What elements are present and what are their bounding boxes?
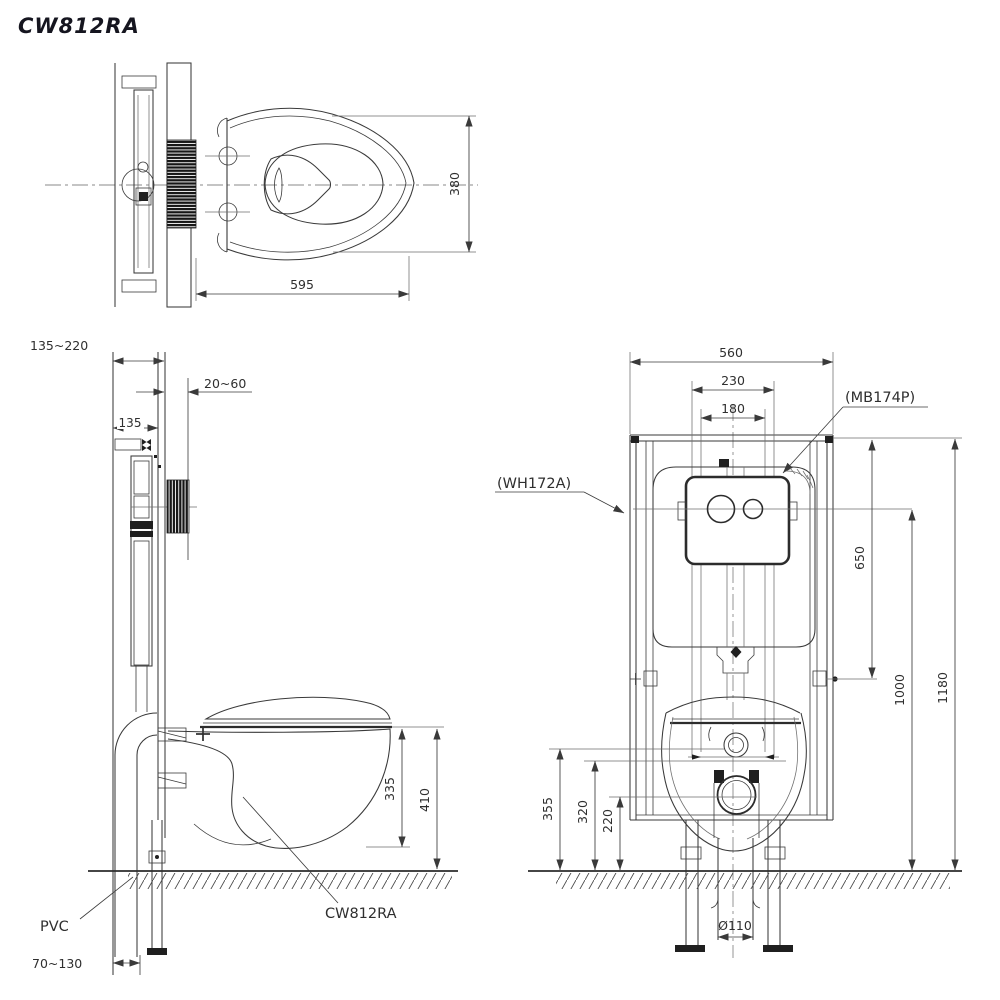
side-view-dim-finish-range: 20~60: [136, 376, 252, 396]
front-view-bowl: [661, 696, 807, 852]
dim-650: 650: [852, 546, 867, 570]
side-view: 135~220 20~60 135: [30, 338, 458, 975]
front-view-dim-220: 220: [600, 796, 757, 871]
front-view-supply-inlet: [723, 732, 749, 758]
top-view-dim-depth: 380: [332, 115, 476, 253]
dim-220: 220: [600, 809, 615, 833]
label-cw812ra: CW812RA: [325, 906, 397, 922]
front-view-dim-355: 355: [540, 748, 724, 871]
top-view-water-area: [263, 154, 332, 215]
front-view-floor-hatch: [556, 873, 950, 889]
side-view-dim-410: 410: [417, 728, 441, 870]
side-view-tank: [114, 438, 197, 667]
front-view-dim-230: 230: [691, 373, 775, 758]
front-view-dim-drain: Ø110: [717, 918, 754, 941]
side-view-dim-frame-depth: 135: [112, 416, 159, 432]
side-view-floor-hatch: [128, 873, 452, 889]
dim-410: 410: [417, 788, 432, 812]
top-view-dim-width: 595: [195, 256, 410, 301]
side-view-mounting-bolts: [157, 727, 210, 789]
side-view-drain-pipe: [114, 666, 158, 957]
dim-135-220: 135~220: [30, 338, 88, 353]
top-view-seat-opening: [264, 143, 384, 225]
front-view-side-brackets: [630, 670, 877, 687]
label-wh172a: (WH172A): [497, 476, 571, 492]
side-view-dim-wall-range: 135~220: [30, 338, 165, 365]
dim-560: 560: [719, 345, 743, 360]
dim-380: 380: [447, 172, 462, 196]
top-view-frame: [114, 62, 197, 308]
front-view-outlet: [716, 775, 757, 815]
side-view-seat-lid: [204, 696, 391, 720]
side-view-pvc-callout: PVC: [40, 876, 134, 935]
front-view-dim-180: 180: [700, 401, 766, 752]
dim-1180: 1180: [935, 672, 950, 704]
dim-230: 230: [721, 373, 745, 388]
dim-355: 355: [540, 797, 555, 821]
label-mb174p: (MB174P): [845, 390, 915, 406]
dim-o110: Ø110: [718, 918, 752, 933]
side-view-dim-floor-range: 70~130: [32, 955, 141, 975]
top-view-ribbed-section: [166, 139, 197, 229]
front-view-tank-callout: (WH172A): [495, 476, 625, 514]
front-view-plate-callout: (MB174P): [782, 390, 928, 474]
dim-595: 595: [290, 277, 314, 292]
flush-button-small: [742, 498, 764, 520]
dim-180: 180: [721, 401, 745, 416]
dim-135: 135: [119, 416, 142, 430]
page-title: CW812RA: [18, 14, 140, 38]
side-view-model-callout: CW812RA: [242, 796, 397, 922]
front-view-dim-width: 560: [629, 345, 834, 434]
side-view-dim-335: 335: [366, 726, 444, 848]
front-view: 560 230 180 (MB174P) (WH172A): [495, 345, 962, 958]
front-view-dim-320: 320: [575, 760, 786, 871]
front-view-frame: [629, 434, 834, 821]
flush-button-large: [706, 494, 736, 524]
dim-20-60: 20~60: [204, 376, 246, 391]
front-view-tank-outlet: [716, 646, 755, 700]
top-view-bowl: [205, 107, 415, 261]
front-view-dim-650: 650: [852, 439, 876, 679]
front-view-dim-1000: 1000: [892, 509, 916, 871]
dim-70-130: 70~130: [32, 956, 82, 971]
top-view: 380 595: [45, 62, 478, 308]
label-pvc: PVC: [40, 919, 69, 935]
front-view-dim-1180: 1180: [935, 438, 959, 871]
dim-1000: 1000: [892, 674, 907, 706]
side-view-ribbed-section: [166, 479, 190, 534]
flush-plate: [633, 475, 912, 566]
dim-320: 320: [575, 800, 590, 824]
side-view-bowl: [167, 696, 392, 849]
dim-335: 335: [382, 777, 397, 801]
